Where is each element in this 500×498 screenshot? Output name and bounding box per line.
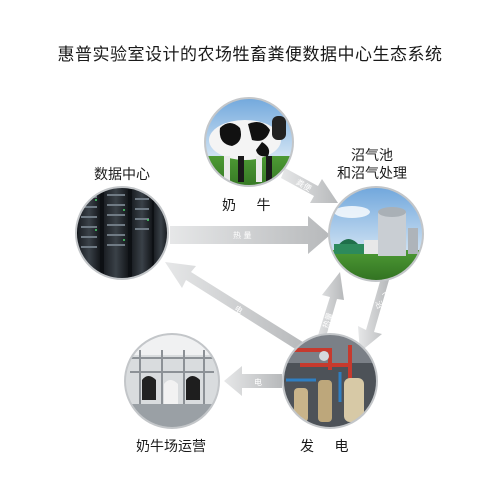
node-label-farm: 奶牛场运营 xyxy=(136,439,206,455)
server-rack-photo-icon xyxy=(76,187,168,279)
arrow-power-to-farm: 电 xyxy=(224,366,282,396)
arrow-label-elec-farm: 电 xyxy=(254,377,262,387)
node-power xyxy=(282,333,378,429)
node-label-biogas: 沼气池 和沼气处理 xyxy=(337,147,407,183)
arrow-label-heat: 热 量 xyxy=(233,230,252,240)
diagram-title: 惠普实验室设计的农场牲畜粪便数据中心生态系统 xyxy=(57,45,443,65)
cow-photo-icon xyxy=(205,98,293,186)
node-label-power: 发 电 xyxy=(300,439,357,455)
node-datacenter xyxy=(75,186,169,280)
arrow-power-heat-to-biogas: 热量 xyxy=(315,272,344,347)
arrow-biogas-to-power: 沼 气 (甲烷) xyxy=(358,278,397,352)
node-label-datacenter: 数据中心 xyxy=(94,167,150,183)
arrow-cow-to-biogas: 粪便 xyxy=(281,168,338,203)
node-farm xyxy=(124,333,220,429)
node-label-biogas-line2: 和沼气处理 xyxy=(337,166,407,182)
node-label-biogas-line1: 沼气池 xyxy=(351,148,393,164)
arrow-label-heat-mid: 热量 xyxy=(320,311,334,329)
node-label-cow: 奶 牛 xyxy=(222,198,279,214)
node-biogas xyxy=(328,186,424,282)
power-plant-photo-icon xyxy=(283,334,377,428)
node-cow xyxy=(204,97,294,187)
arrow-dc-heat-to-biogas: 热 量 xyxy=(170,216,330,254)
arrow-power-to-dc: 电 xyxy=(165,262,306,352)
